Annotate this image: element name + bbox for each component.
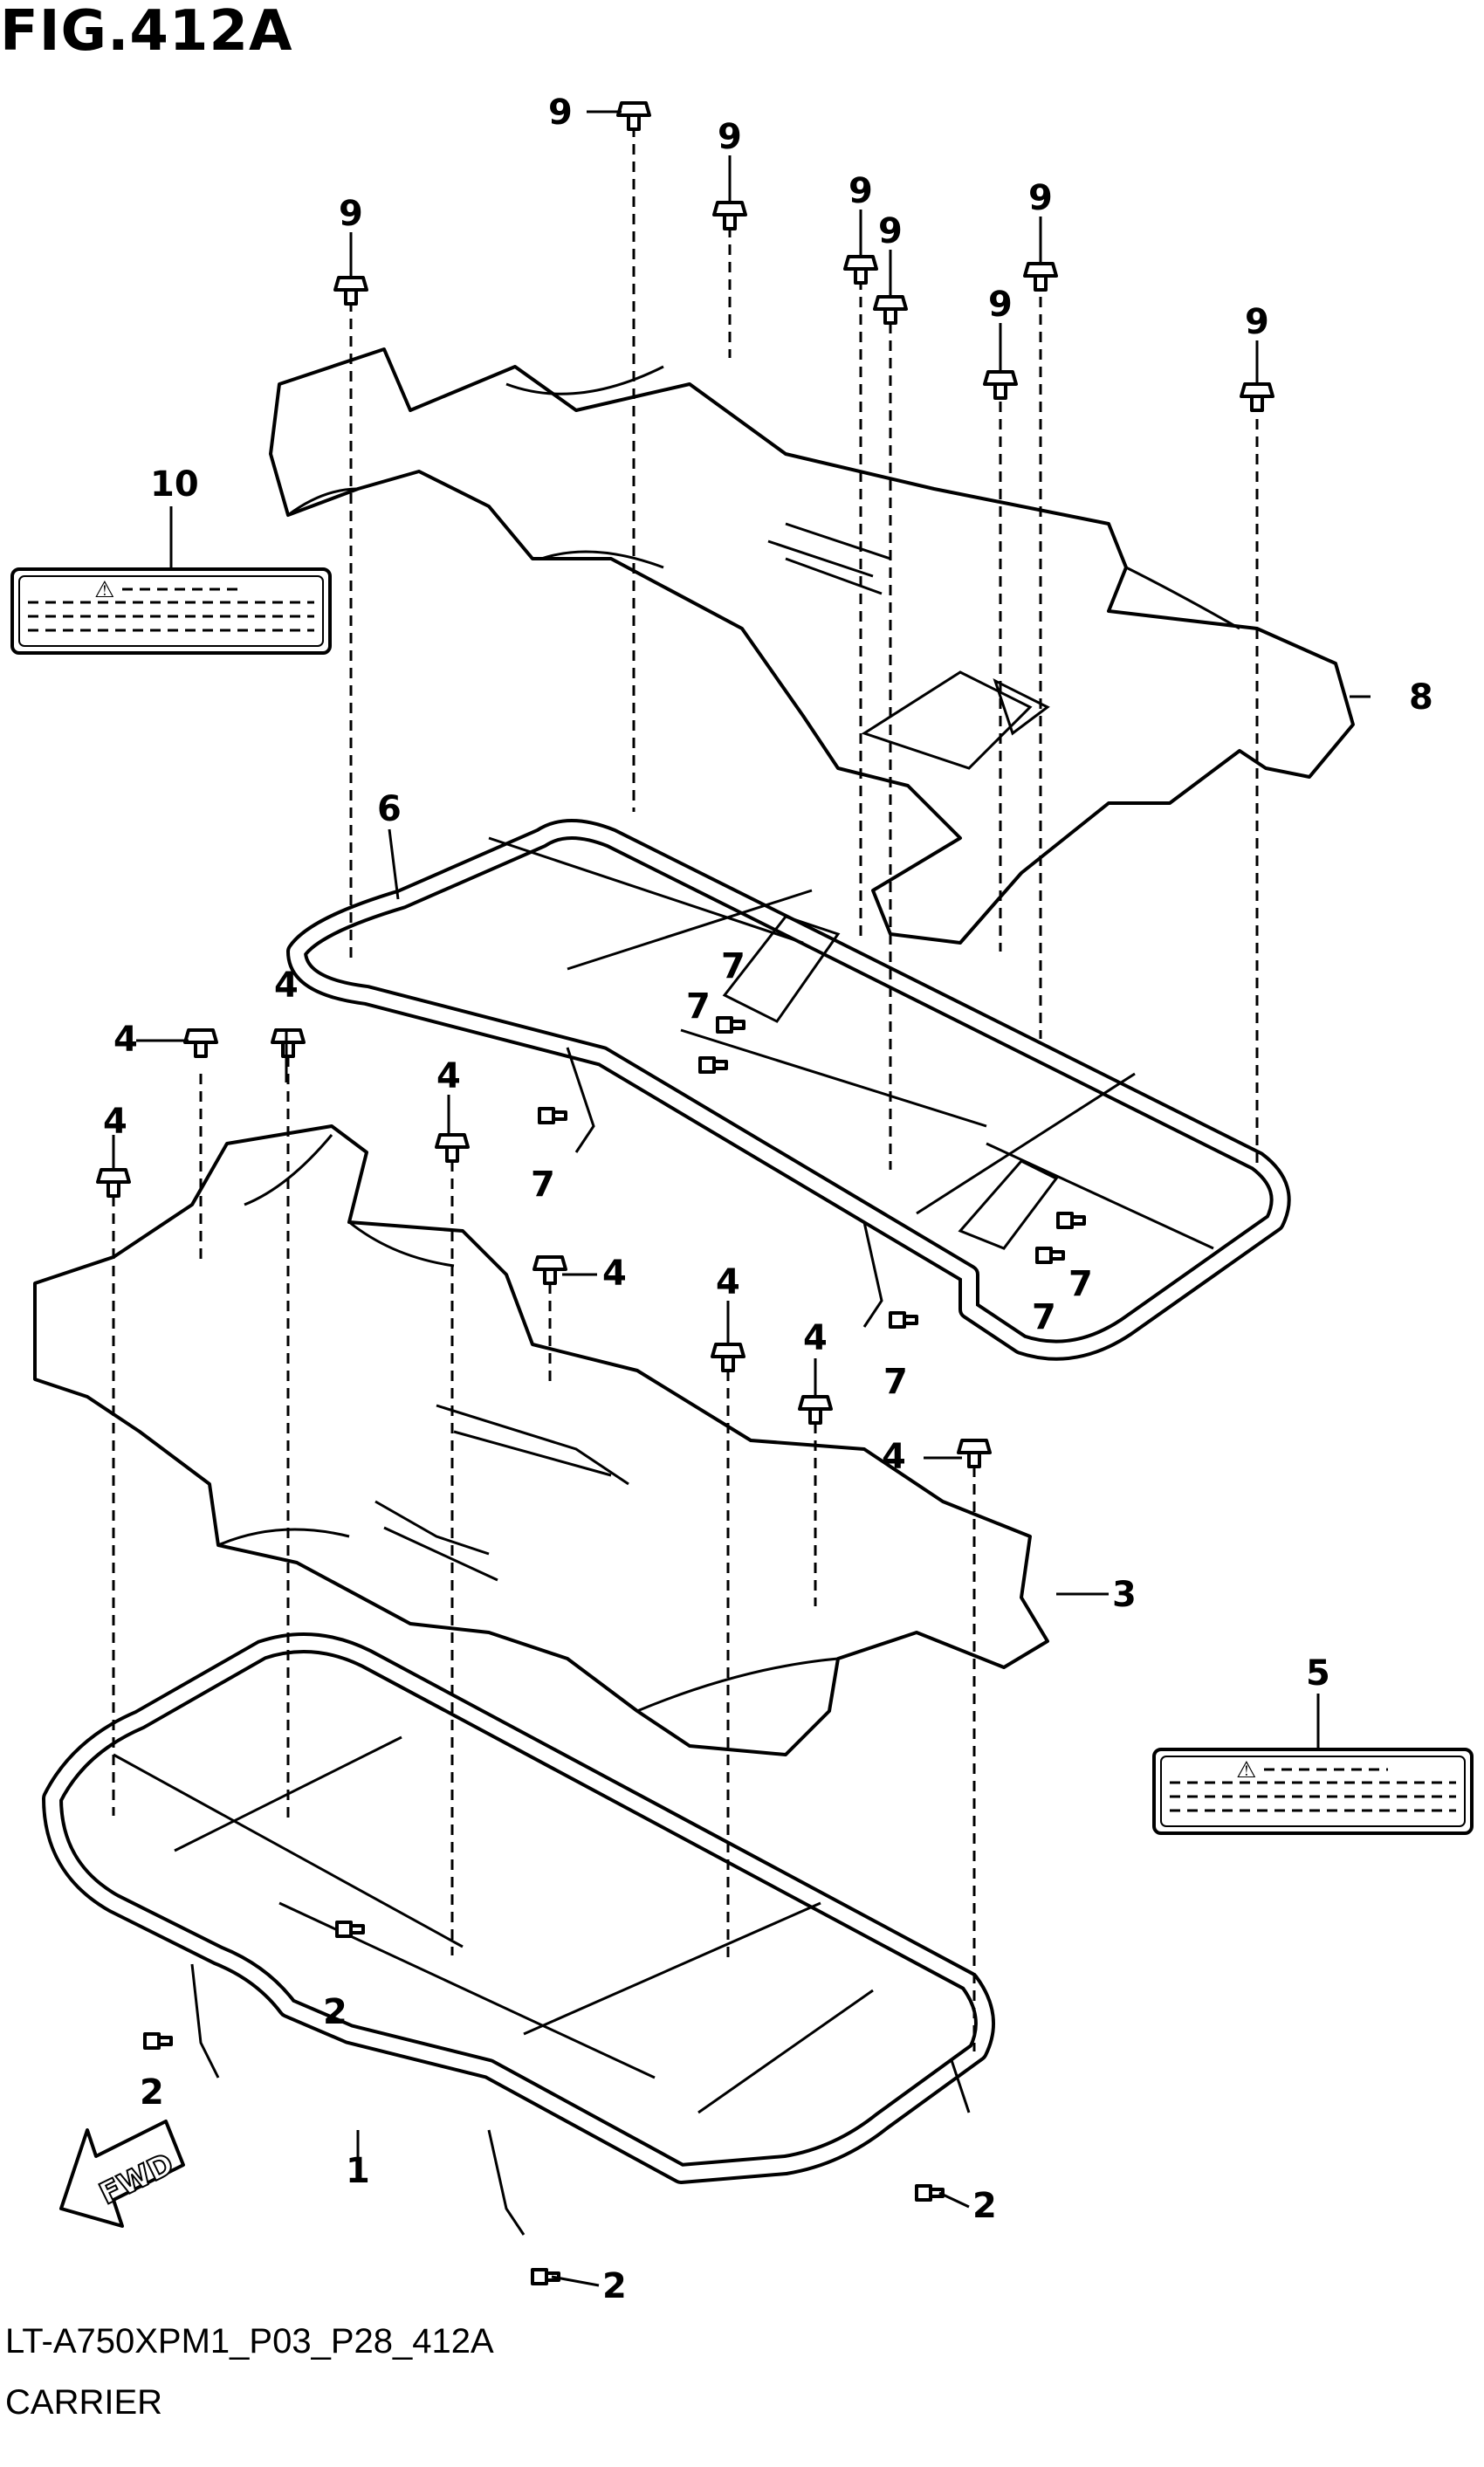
callout-9: 9 xyxy=(1245,302,1269,342)
leader-lines xyxy=(112,110,1371,2287)
callout-9: 9 xyxy=(878,211,903,251)
callout-4: 4 xyxy=(103,1102,127,1142)
bolt-icon xyxy=(335,1921,365,1938)
callout-9: 9 xyxy=(548,93,573,133)
callout-7: 7 xyxy=(721,946,745,986)
callout-4: 4 xyxy=(803,1318,828,1358)
figure-title: FIG.412A xyxy=(0,0,293,64)
bolt-icon xyxy=(1056,1212,1086,1229)
callout-5: 5 xyxy=(1306,1653,1330,1694)
callout-10: 10 xyxy=(150,464,199,505)
bolt-group-9 xyxy=(333,101,1274,412)
bolt-icon xyxy=(957,1439,992,1468)
rear-carrier-cover xyxy=(269,347,1355,945)
bolt-icon xyxy=(616,101,651,131)
bolt-icon xyxy=(1035,1247,1065,1264)
callout-2: 2 xyxy=(972,2186,997,2226)
callout-4: 4 xyxy=(602,1254,627,1294)
small-bolt-group xyxy=(143,1016,1086,2285)
callout-2: 2 xyxy=(140,2072,164,2113)
bolt-icon xyxy=(532,1255,567,1285)
bolt-icon xyxy=(873,295,908,325)
callout-1: 1 xyxy=(346,2151,370,2191)
bolt-icon xyxy=(1240,382,1274,412)
bolt-icon xyxy=(96,1168,131,1198)
callout-4: 4 xyxy=(113,1020,138,1060)
callout-9: 9 xyxy=(848,171,873,211)
bolt-icon xyxy=(889,1311,918,1329)
bolt-icon xyxy=(143,2032,173,2050)
bolt-icon xyxy=(798,1395,833,1425)
bolt-icon xyxy=(915,2184,945,2202)
callout-numbers: 9 9 9 9 9 9 9 9 10 8 6 7 7 7 7 7 7 4 4 4… xyxy=(103,93,1433,2306)
bolt-icon xyxy=(698,1056,728,1074)
callout-7: 7 xyxy=(1032,1297,1056,1337)
bolt-icon xyxy=(435,1133,470,1163)
bolt-icon xyxy=(716,1016,745,1034)
callout-4: 4 xyxy=(716,1262,740,1302)
bolt-icon xyxy=(1023,262,1058,292)
callout-2: 2 xyxy=(323,1992,347,2032)
rear-carrier-frame xyxy=(286,819,1291,1361)
callout-4: 4 xyxy=(436,1056,461,1096)
bolt-icon xyxy=(538,1107,567,1124)
callout-6: 6 xyxy=(377,789,402,829)
bolt-icon xyxy=(711,1343,745,1372)
warning-icon: ⚠ xyxy=(1236,1757,1256,1783)
callout-7: 7 xyxy=(883,1362,908,1402)
diagram-code: LT-A750XPM1_P03_P28_412A xyxy=(5,2322,494,2360)
callout-9: 9 xyxy=(1028,178,1053,218)
bolt-group-4 xyxy=(96,1028,992,1468)
bolt-icon xyxy=(183,1028,218,1058)
callout-9: 9 xyxy=(339,194,363,234)
callout-7: 7 xyxy=(686,986,711,1027)
front-carrier-frame xyxy=(42,1632,995,2236)
bolt-icon xyxy=(843,255,878,285)
bolt-icon xyxy=(712,201,747,230)
callout-8: 8 xyxy=(1409,677,1433,718)
assembly-guide-lines xyxy=(112,127,1259,2051)
warning-label-10: ⚠ xyxy=(10,567,332,655)
bolt-icon xyxy=(983,370,1018,400)
callout-4: 4 xyxy=(882,1437,906,1477)
bolt-icon xyxy=(333,276,368,306)
callout-9: 9 xyxy=(988,285,1013,325)
callout-4: 4 xyxy=(274,965,299,1006)
callout-9: 9 xyxy=(718,117,742,157)
diagram-name: CARRIER xyxy=(5,2383,163,2422)
forward-direction-arrow: FWD xyxy=(59,2120,185,2228)
bolt-icon xyxy=(271,1028,306,1058)
warning-icon: ⚠ xyxy=(94,577,114,603)
callout-7: 7 xyxy=(1068,1264,1093,1304)
callout-2: 2 xyxy=(602,2266,627,2306)
callout-7: 7 xyxy=(531,1165,555,1205)
callout-3: 3 xyxy=(1112,1575,1137,1615)
warning-label-5: ⚠ xyxy=(1152,1748,1474,1835)
